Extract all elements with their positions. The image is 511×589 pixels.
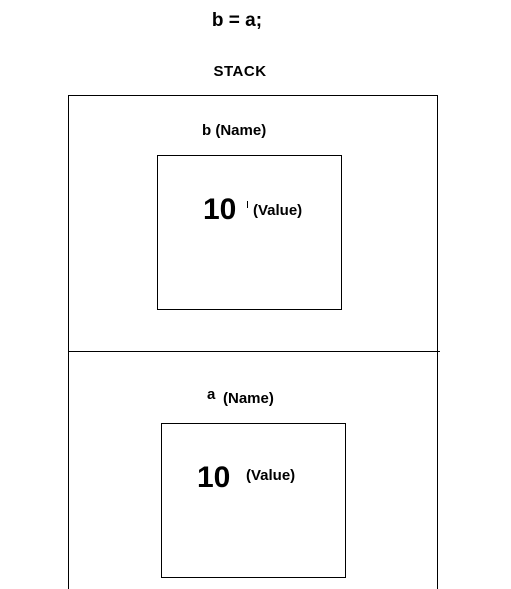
stack-top-border — [68, 95, 438, 96]
frame-b-value-box — [157, 155, 342, 310]
stack-right-border — [437, 95, 438, 589]
frame-b-value-tag: (Value) — [253, 202, 303, 219]
frame-a-value-tag: (Value) — [246, 467, 296, 484]
frame-b-name-label: b (Name) — [202, 122, 266, 139]
frame-a-value-box — [161, 423, 346, 578]
stack-frame-divider — [68, 351, 440, 352]
frame-a-name-tag: (Name) — [223, 390, 274, 407]
frame-b-value: 10 — [203, 193, 237, 226]
frame-b-variable: b — [202, 122, 212, 139]
frame-a-variable: a — [207, 386, 216, 403]
code-statement: b = a; — [211, 10, 263, 31]
frame-b-tick-mark — [247, 201, 248, 208]
stack-left-border — [68, 95, 69, 589]
frame-a-value: 10 — [197, 461, 231, 494]
stack-title: STACK — [213, 63, 267, 80]
frame-b-name-tag: (Name) — [215, 122, 267, 139]
